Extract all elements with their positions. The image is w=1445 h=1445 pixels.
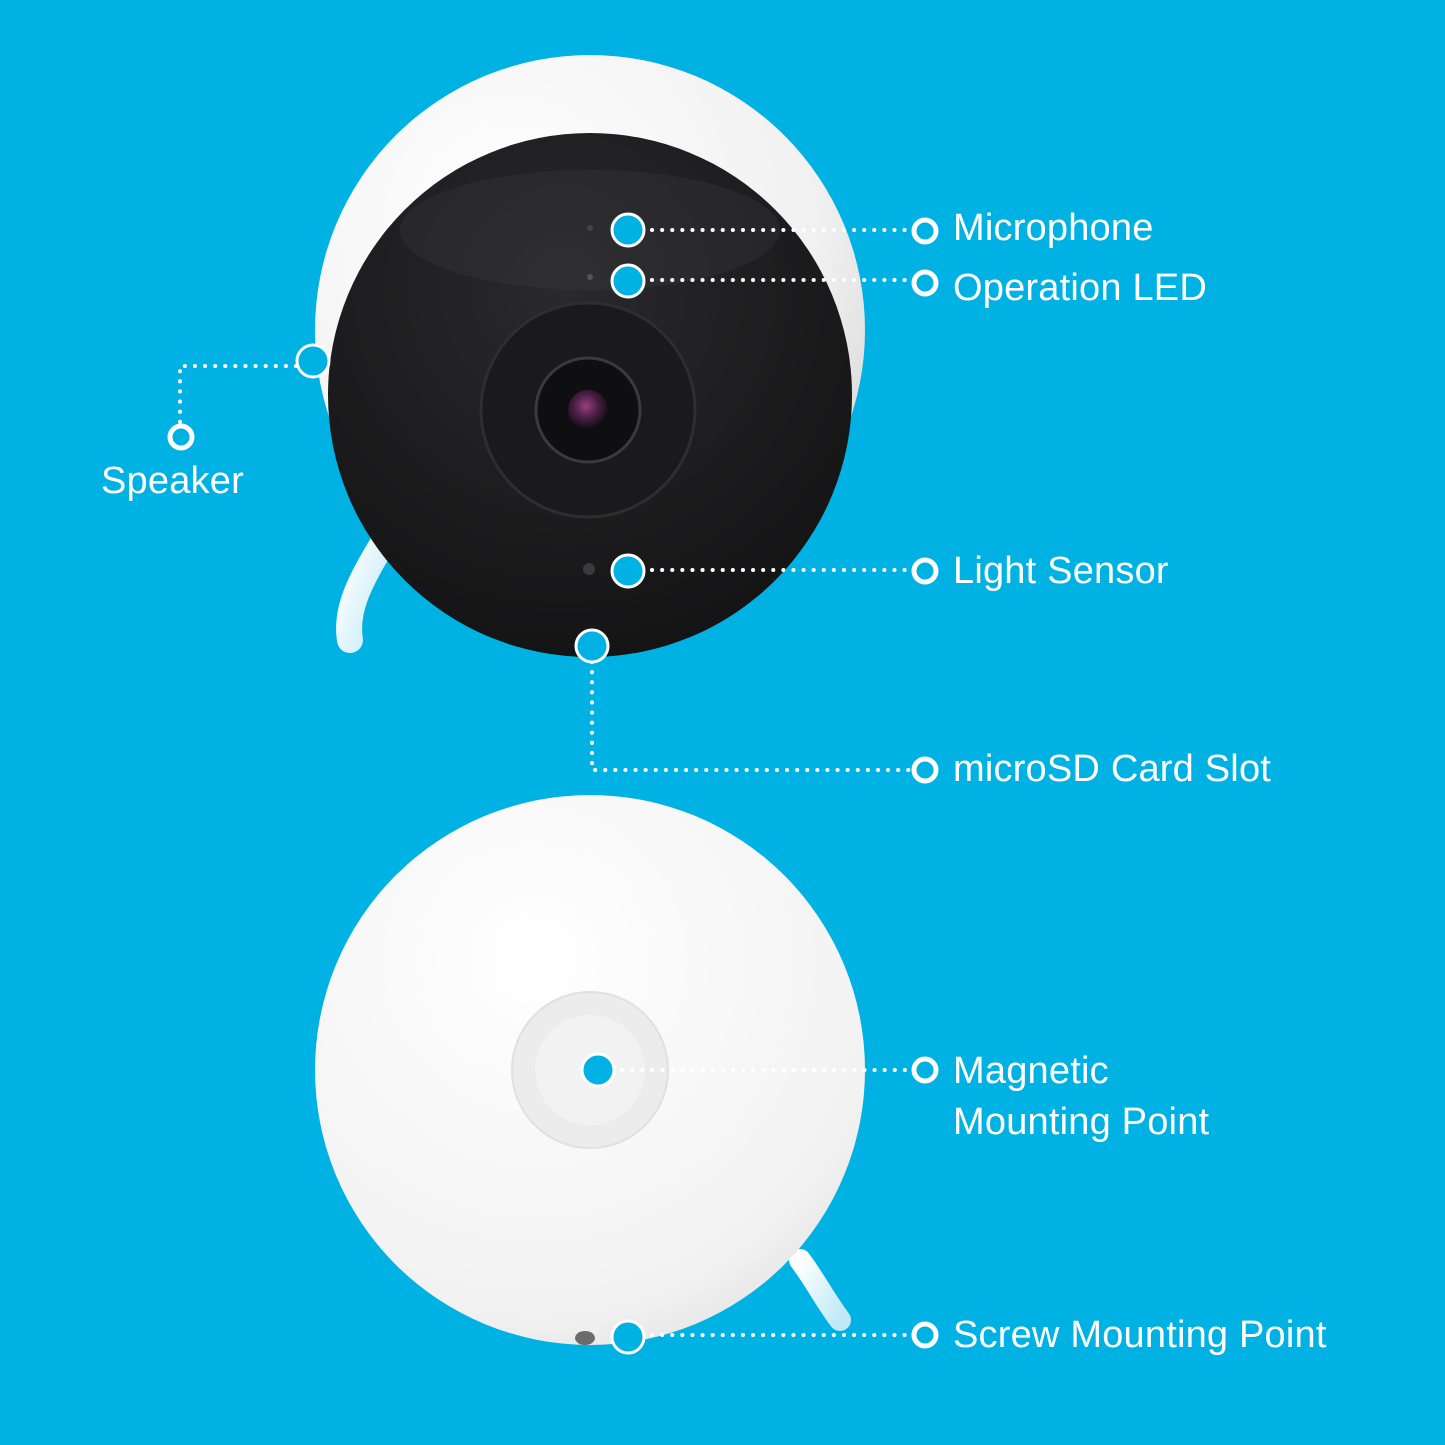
magnetic-mounting-point-label-line2: Mounting Point [953, 1101, 1210, 1143]
light-sensor-end-ring [911, 557, 939, 585]
operation-led-marker [610, 263, 646, 299]
microphone-hole [587, 225, 593, 231]
led-hole [587, 274, 593, 280]
microphone-end-ring [911, 217, 939, 245]
light-sensor-marker [610, 553, 646, 589]
microphone-marker [610, 212, 646, 248]
operation-led-label: Operation LED [953, 267, 1207, 309]
screw-hole [575, 1331, 595, 1345]
microsd-card-slot-label: microSD Card Slot [953, 748, 1272, 790]
mount-cable [789, 1249, 851, 1331]
speaker-leader-line [178, 364, 298, 427]
microphone-label: Microphone [953, 207, 1154, 249]
microsd-end-ring [911, 756, 939, 784]
magnetic-end-ring [911, 1056, 939, 1084]
screw-mounting-point-label: Screw Mounting Point [953, 1314, 1327, 1356]
light-sensor-hole [583, 563, 595, 575]
microsd-marker [574, 628, 610, 664]
speaker-end-ring [167, 423, 195, 451]
screw-end-ring [911, 1321, 939, 1349]
camera-cable [336, 527, 398, 653]
magnetic-marker [580, 1052, 616, 1088]
microsd-leader-line [590, 660, 912, 772]
lens [568, 390, 608, 430]
speaker-label: Speaker [101, 460, 244, 502]
screw-marker [610, 1319, 646, 1355]
speaker-marker [295, 343, 331, 379]
magnetic-mounting-point-label-line1: Magnetic [953, 1050, 1109, 1092]
light-sensor-label: Light Sensor [953, 550, 1169, 592]
operation-led-end-ring [911, 269, 939, 297]
